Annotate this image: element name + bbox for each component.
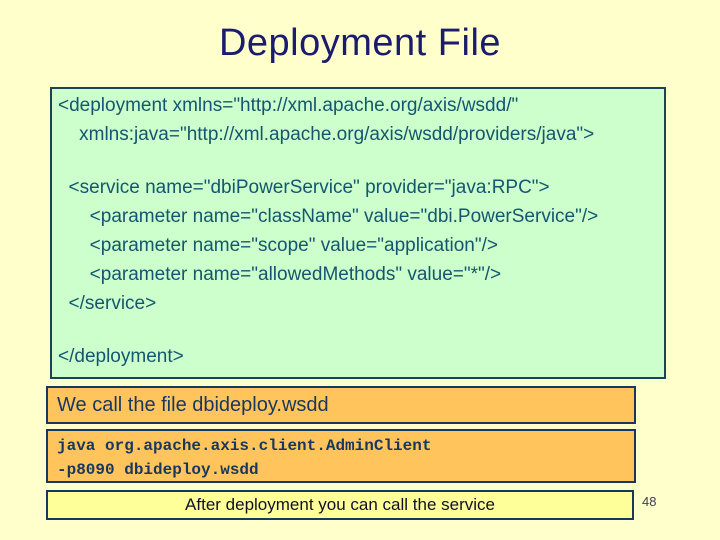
xml-code-line: <parameter name="scope" value="applicati…	[58, 235, 498, 256]
xml-code-line: </service>	[58, 293, 157, 314]
xml-deployment-code-box: <deployment xmlns="http://xml.apache.org…	[50, 87, 666, 379]
xml-code-line: </deployment>	[58, 346, 184, 367]
command-line: -p8090 dbideploy.wsdd	[57, 461, 259, 479]
xml-code-line: xmlns:java="http://xml.apache.org/axis/w…	[58, 124, 595, 145]
command-line: java org.apache.axis.client.AdminClient	[57, 437, 432, 455]
xml-code-line	[58, 318, 658, 342]
xml-code-line: <parameter name="allowedMethods" value="…	[58, 264, 502, 285]
xml-code-line	[58, 149, 658, 173]
admin-client-command-box: java org.apache.axis.client.AdminClient …	[46, 429, 636, 483]
xml-code-line: <parameter name="className" value="dbi.P…	[58, 206, 599, 227]
footer-note-box: After deployment you can call the servic…	[46, 490, 634, 520]
file-name-note-box: We call the file dbideploy.wsdd	[46, 386, 636, 424]
page-title: Deployment File	[218, 22, 502, 64]
xml-code-line: <service name="dbiPowerService" provider…	[58, 177, 550, 198]
slide-page-number: 48	[642, 494, 657, 509]
xml-code-line: <deployment xmlns="http://xml.apache.org…	[58, 95, 519, 116]
